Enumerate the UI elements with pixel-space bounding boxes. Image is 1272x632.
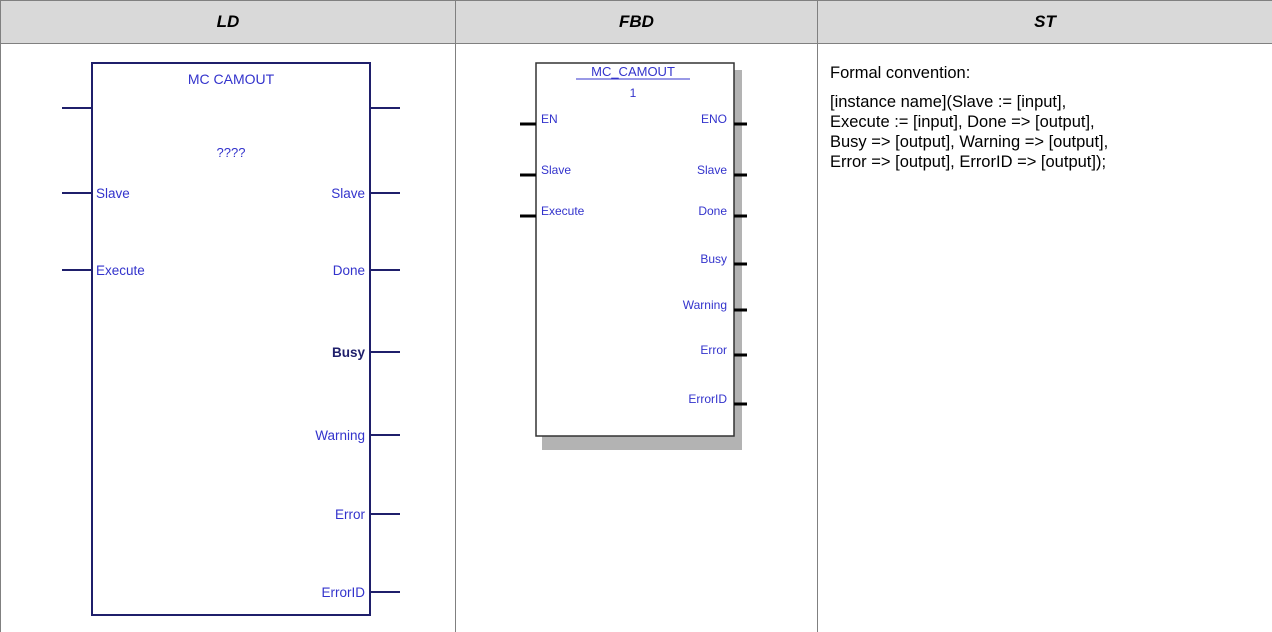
fbd-block-title: MC_CAMOUT [591,64,675,79]
fbd-input-en: EN [541,112,558,126]
fbd-output-warning: Warning [683,298,727,312]
st-description: Formal convention: [instance name](Slave… [830,63,1260,181]
st-heading: Formal convention: [830,63,1260,83]
fbd-output-done: Done [698,204,727,218]
st-call-syntax: [instance name](Slave := [input], Execut… [830,92,1260,172]
fbd-input-execute: Execute [541,204,585,218]
fbd-output-errorid: ErrorID [688,392,727,406]
fbd-output-busy: Busy [700,252,727,266]
fbd-output-error: Error [700,343,727,357]
fbd-output-slave: Slave [697,163,727,177]
fbd-output-eno: ENO [701,112,727,126]
fbd-instance-number: 1 [630,86,637,100]
fbd-input-slave: Slave [541,163,571,177]
